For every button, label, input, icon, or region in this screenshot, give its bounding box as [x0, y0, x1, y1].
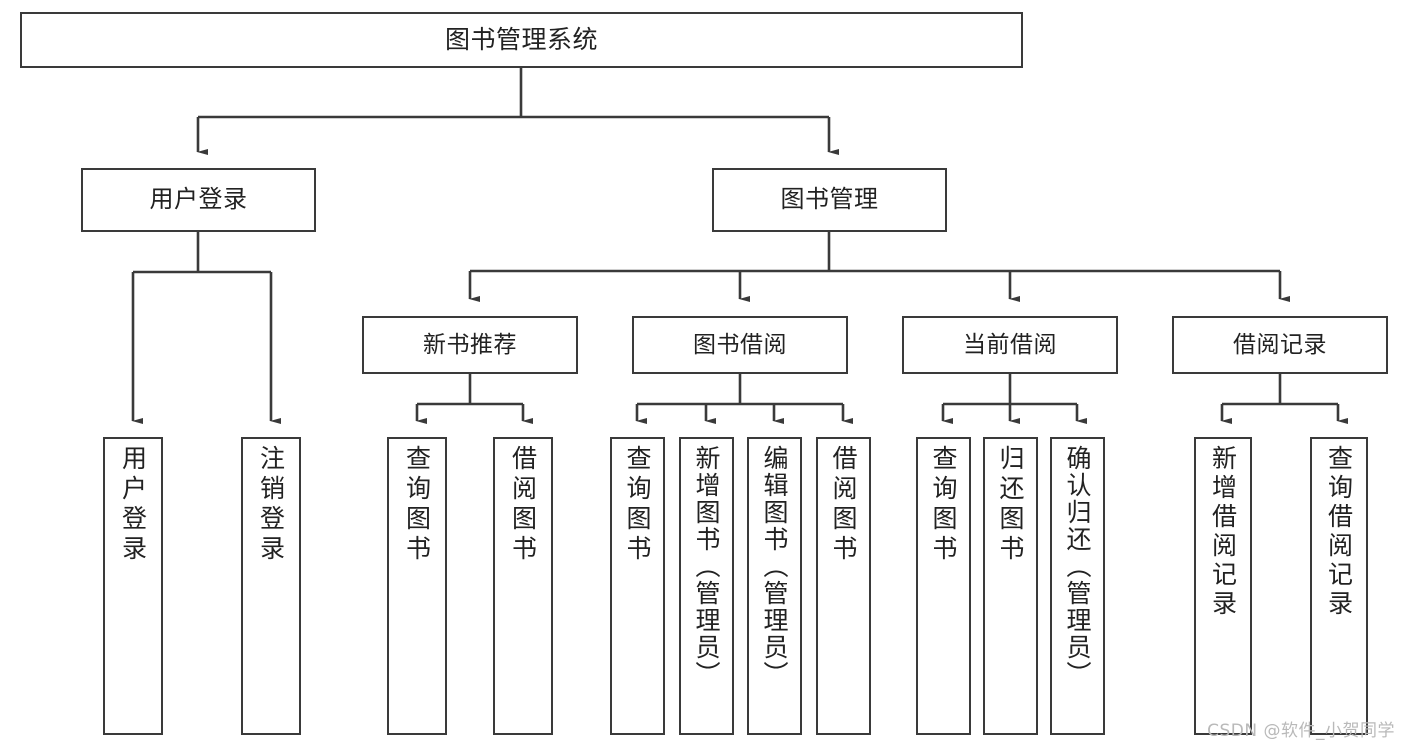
leaf-borrow-book-1[interactable]: 借阅图书: [493, 437, 553, 735]
leaf-borrow-book-2-label: 借阅图书: [829, 445, 858, 565]
leaf-logout[interactable]: 注销登录: [241, 437, 301, 735]
node-book-manage[interactable]: 图书管理: [712, 168, 947, 232]
node-new-book-recommend-label: 新书推荐: [423, 331, 517, 358]
leaf-user-login-label: 用户登录: [118, 445, 148, 565]
leaf-query-record-label: 查询借阅记录: [1324, 445, 1354, 619]
leaf-query-book-1-label: 查询图书: [402, 445, 432, 565]
node-borrow-record[interactable]: 借阅记录: [1172, 316, 1388, 374]
leaf-user-login[interactable]: 用户登录: [103, 437, 163, 735]
leaf-return-book-label: 归还图书: [996, 445, 1025, 565]
leaf-borrow-book-2[interactable]: 借阅图书: [816, 437, 871, 735]
node-root[interactable]: 图书管理系统: [20, 12, 1023, 68]
node-user-login[interactable]: 用户登录: [81, 168, 316, 232]
leaf-add-book[interactable]: 新增图书（管理员）: [679, 437, 734, 735]
leaf-return-book[interactable]: 归还图书: [983, 437, 1038, 735]
node-user-login-label: 用户登录: [149, 185, 248, 214]
node-new-book-recommend[interactable]: 新书推荐: [362, 316, 578, 374]
leaf-query-book-2-label: 查询图书: [623, 445, 652, 565]
leaf-add-record-label: 新增借阅记录: [1208, 445, 1238, 619]
leaf-confirm-return-label: 确认归还（管理员）: [1063, 445, 1092, 688]
leaf-confirm-return[interactable]: 确认归还（管理员）: [1050, 437, 1105, 735]
leaf-query-book-3[interactable]: 查询图书: [916, 437, 971, 735]
node-current-borrow-label: 当前借阅: [963, 331, 1057, 358]
leaf-edit-book-label: 编辑图书（管理员）: [760, 445, 789, 688]
leaf-query-book-1[interactable]: 查询图书: [387, 437, 447, 735]
leaf-borrow-book-1-label: 借阅图书: [508, 445, 538, 565]
leaf-logout-label: 注销登录: [256, 445, 286, 565]
leaf-query-record[interactable]: 查询借阅记录: [1310, 437, 1368, 735]
leaf-query-book-2[interactable]: 查询图书: [610, 437, 665, 735]
node-book-borrow[interactable]: 图书借阅: [632, 316, 848, 374]
csdn-watermark: CSDN @软件_小贺同学: [1207, 721, 1395, 741]
leaf-add-book-label: 新增图书（管理员）: [692, 445, 721, 688]
leaf-add-record[interactable]: 新增借阅记录: [1194, 437, 1252, 735]
node-book-borrow-label: 图书借阅: [693, 331, 787, 358]
node-borrow-record-label: 借阅记录: [1233, 331, 1327, 358]
node-root-label: 图书管理系统: [444, 24, 598, 54]
node-current-borrow[interactable]: 当前借阅: [902, 316, 1118, 374]
leaf-edit-book[interactable]: 编辑图书（管理员）: [747, 437, 802, 735]
node-book-manage-label: 图书管理: [780, 185, 879, 214]
leaf-query-book-3-label: 查询图书: [929, 445, 958, 565]
